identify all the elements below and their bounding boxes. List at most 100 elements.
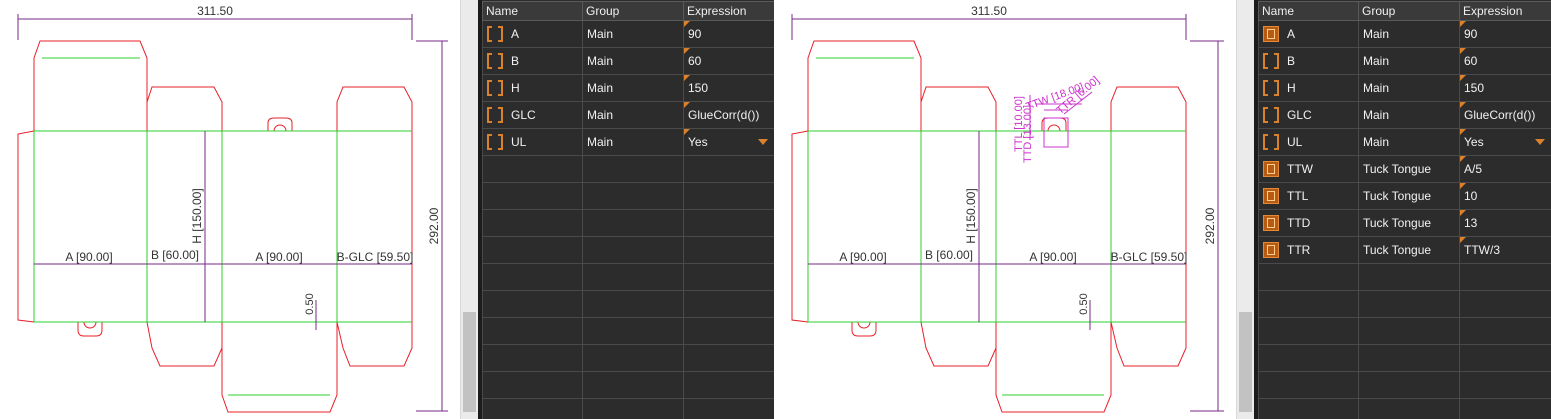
empty-cell[interactable] bbox=[683, 344, 774, 372]
column-header-group[interactable]: Group bbox=[1358, 1, 1460, 21]
variable-linked-icon[interactable] bbox=[1263, 215, 1279, 231]
cad-canvas-left[interactable]: 311.50 292.00 A [90.00] B [60.00] A [90.… bbox=[0, 0, 460, 419]
column-header-expression[interactable]: Expression bbox=[1459, 1, 1551, 21]
column-header-group[interactable]: Group bbox=[582, 1, 684, 21]
variable-unlocked-icon[interactable] bbox=[487, 53, 503, 69]
dropdown-arrow-icon[interactable] bbox=[758, 139, 768, 145]
empty-table-row[interactable] bbox=[482, 398, 774, 419]
cell-group[interactable]: Main bbox=[582, 128, 684, 156]
empty-cell[interactable] bbox=[1358, 290, 1460, 318]
cell-name[interactable]: TTW bbox=[1258, 155, 1359, 183]
empty-cell[interactable] bbox=[683, 209, 774, 237]
empty-cell[interactable] bbox=[482, 290, 583, 318]
cell-name[interactable]: TTR bbox=[1258, 236, 1359, 264]
variable-unlocked-icon[interactable] bbox=[487, 107, 503, 123]
cell-group[interactable]: Tuck Tongue bbox=[1358, 236, 1460, 264]
empty-cell[interactable] bbox=[683, 236, 774, 264]
cell-name[interactable]: TTL bbox=[1258, 182, 1359, 210]
empty-table-row[interactable] bbox=[482, 290, 774, 318]
empty-cell[interactable] bbox=[1358, 398, 1460, 419]
empty-cell[interactable] bbox=[683, 317, 774, 345]
canvas-scrollbar-left[interactable] bbox=[460, 0, 479, 419]
cell-expression[interactable]: 90 bbox=[683, 20, 774, 48]
cell-expression[interactable]: GlueCorr(d()) bbox=[683, 101, 774, 129]
empty-cell[interactable] bbox=[582, 155, 684, 183]
variable-linked-icon[interactable] bbox=[1263, 188, 1279, 204]
cell-group[interactable]: Main bbox=[582, 74, 684, 102]
cell-expression[interactable]: Yes bbox=[1459, 128, 1551, 156]
cell-group[interactable]: Main bbox=[1358, 47, 1460, 75]
empty-cell[interactable] bbox=[1459, 263, 1551, 291]
variable-unlocked-icon[interactable] bbox=[1263, 53, 1279, 69]
empty-cell[interactable] bbox=[582, 371, 684, 399]
cell-name[interactable]: GLC bbox=[1258, 101, 1359, 129]
cell-group[interactable]: Main bbox=[582, 20, 684, 48]
variable-unlocked-icon[interactable] bbox=[487, 80, 503, 96]
empty-table-row[interactable] bbox=[482, 209, 774, 237]
empty-cell[interactable] bbox=[482, 317, 583, 345]
cell-expression[interactable]: 13 bbox=[1459, 209, 1551, 237]
cell-group[interactable]: Main bbox=[1358, 128, 1460, 156]
empty-cell[interactable] bbox=[683, 290, 774, 318]
empty-cell[interactable] bbox=[683, 155, 774, 183]
empty-cell[interactable] bbox=[1258, 317, 1359, 345]
variable-linked-icon[interactable] bbox=[1263, 242, 1279, 258]
column-header-name[interactable]: Name bbox=[482, 1, 583, 21]
column-header-expression[interactable]: Expression bbox=[683, 1, 774, 21]
variable-linked-icon[interactable] bbox=[1263, 161, 1279, 177]
cell-expression[interactable]: 150 bbox=[1459, 74, 1551, 102]
empty-table-row[interactable] bbox=[1258, 371, 1551, 399]
cell-name[interactable]: A bbox=[1258, 20, 1359, 48]
empty-cell[interactable] bbox=[482, 344, 583, 372]
empty-cell[interactable] bbox=[1358, 371, 1460, 399]
cell-expression[interactable]: 60 bbox=[683, 47, 774, 75]
variable-unlocked-icon[interactable] bbox=[1263, 80, 1279, 96]
empty-cell[interactable] bbox=[482, 236, 583, 264]
cell-group[interactable]: Main bbox=[1358, 101, 1460, 129]
cell-group[interactable]: Tuck Tongue bbox=[1358, 209, 1460, 237]
cell-group[interactable]: Tuck Tongue bbox=[1358, 182, 1460, 210]
cell-name[interactable]: B bbox=[1258, 47, 1359, 75]
empty-cell[interactable] bbox=[482, 263, 583, 291]
empty-cell[interactable] bbox=[1258, 263, 1359, 291]
canvas-scrollbar-right[interactable] bbox=[1236, 0, 1255, 419]
empty-table-row[interactable] bbox=[1258, 344, 1551, 372]
empty-table-row[interactable] bbox=[1258, 317, 1551, 345]
empty-cell[interactable] bbox=[1258, 344, 1359, 372]
empty-cell[interactable] bbox=[1258, 371, 1359, 399]
empty-cell[interactable] bbox=[1358, 344, 1460, 372]
dropdown-arrow-icon[interactable] bbox=[1535, 139, 1545, 145]
empty-cell[interactable] bbox=[1358, 317, 1460, 345]
empty-cell[interactable] bbox=[683, 263, 774, 291]
cell-expression[interactable]: TTW/3 bbox=[1459, 236, 1551, 264]
empty-table-row[interactable] bbox=[482, 371, 774, 399]
empty-cell[interactable] bbox=[582, 398, 684, 419]
cell-name[interactable]: H bbox=[1258, 74, 1359, 102]
empty-table-row[interactable] bbox=[482, 236, 774, 264]
empty-table-row[interactable] bbox=[482, 155, 774, 183]
cell-expression[interactable]: 60 bbox=[1459, 47, 1551, 75]
cell-name[interactable]: A bbox=[482, 20, 583, 48]
variable-unlocked-icon[interactable] bbox=[487, 26, 503, 42]
empty-cell[interactable] bbox=[582, 209, 684, 237]
column-header-name[interactable]: Name bbox=[1258, 1, 1359, 21]
empty-table-row[interactable] bbox=[482, 344, 774, 372]
empty-table-row[interactable] bbox=[482, 263, 774, 291]
empty-cell[interactable] bbox=[482, 155, 583, 183]
cell-expression[interactable]: 90 bbox=[1459, 20, 1551, 48]
variable-unlocked-icon[interactable] bbox=[487, 134, 503, 150]
empty-table-row[interactable] bbox=[1258, 290, 1551, 318]
variable-unlocked-icon[interactable] bbox=[1263, 134, 1279, 150]
empty-cell[interactable] bbox=[582, 317, 684, 345]
cell-name[interactable]: UL bbox=[1258, 128, 1359, 156]
